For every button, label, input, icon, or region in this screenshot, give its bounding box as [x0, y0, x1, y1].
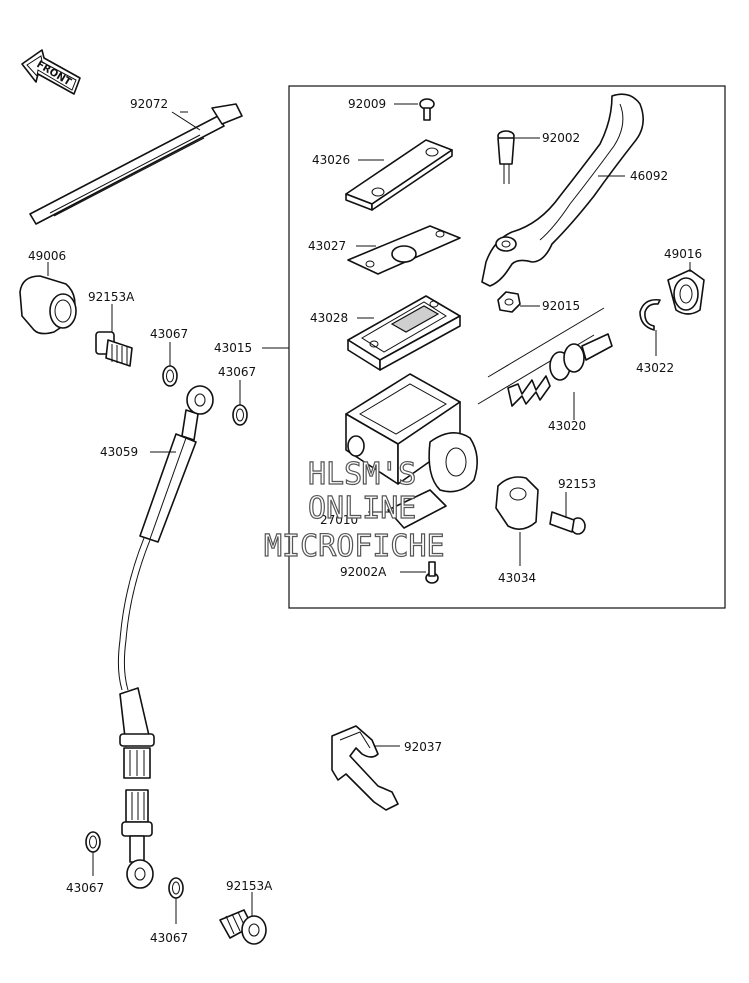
label-92072: 92072 [130, 97, 168, 111]
label-43067-c: 43067 [66, 881, 104, 895]
label-46092: 46092 [630, 169, 668, 183]
diaphragm-plate-43027 [347, 225, 461, 275]
label-49016: 49016 [664, 247, 702, 261]
washer-43067-b [232, 404, 248, 426]
hose-assembly-43059 [117, 385, 214, 889]
label-43026: 43026 [312, 153, 350, 167]
label-43015: 43015 [214, 341, 252, 355]
screw-92002A [425, 561, 439, 584]
label-43028: 43028 [310, 311, 348, 325]
clamp-bolt-92153 [549, 511, 586, 535]
clamp-holder-43034 [495, 476, 539, 530]
banjo-bolt-92153A-bottom [219, 909, 267, 945]
boot-cap-49006 [19, 275, 77, 335]
screw-92009 [419, 98, 435, 121]
label-92002A: 92002A [340, 565, 387, 579]
label-92153A-bottom: 92153A [226, 879, 273, 893]
dust-boot-49016 [667, 269, 705, 315]
label-92002: 92002 [542, 131, 580, 145]
circlip-43022 [639, 298, 661, 331]
label-92009: 92009 [348, 97, 386, 111]
label-92153: 92153 [558, 477, 596, 491]
reservoir-cap-43026 [345, 139, 453, 211]
lever-nut-92015 [497, 291, 521, 313]
washer-43067-a [162, 365, 178, 387]
clutch-lever-46092 [481, 93, 644, 287]
front-arrow-icon: FRONT [21, 49, 81, 95]
label-49006: 49006 [28, 249, 66, 263]
cable-tie-92072 [29, 103, 243, 225]
label-27010: 27010 [320, 513, 358, 527]
piston-kit-43020 [477, 307, 613, 407]
banjo-bolt-92153A-top [95, 331, 133, 367]
label-43034: 43034 [498, 571, 536, 585]
watermark-line-1: HLSM'S [308, 457, 416, 492]
label-43067-a: 43067 [150, 327, 188, 341]
label-43067-b: 43067 [218, 365, 256, 379]
label-92037: 92037 [404, 740, 442, 754]
label-43022: 43022 [636, 361, 674, 375]
label-43027: 43027 [308, 239, 346, 253]
watermark-line-2: ONLINE [308, 491, 416, 526]
washer-43067-d [168, 877, 184, 899]
label-43059: 43059 [100, 445, 138, 459]
hose-clamp-92037 [331, 725, 399, 811]
diaphragm-43028 [347, 295, 461, 371]
label-43020: 43020 [548, 419, 586, 433]
label-92015: 92015 [542, 299, 580, 313]
pivot-bolt-92002 [497, 130, 515, 184]
washer-43067-c [85, 831, 101, 853]
label-92153A-top: 92153A [88, 290, 135, 304]
watermark-line-3: MICROFICHE [264, 529, 445, 564]
assembly-box-43015 [288, 85, 726, 609]
master-cylinder-body [345, 373, 478, 529]
label-43067-d: 43067 [150, 931, 188, 945]
